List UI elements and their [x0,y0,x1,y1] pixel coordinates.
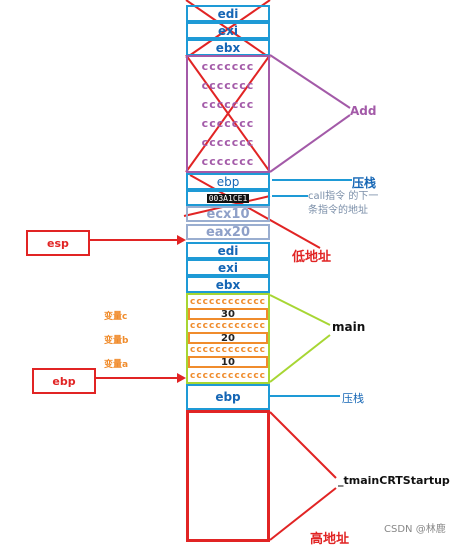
var-c-cell: 30 [188,308,268,320]
add-cc-row: ccccccc [201,155,255,168]
stack-ecx: ecx10 [186,206,270,222]
main-cc-row: cccccccccccc [189,345,267,355]
main-bracket-bottom [269,334,331,383]
main-label: main [332,320,366,334]
startup-bracket-top [269,411,337,479]
startup-region [186,410,270,542]
add-cc-row: ccccccc [201,117,255,130]
return-address-cell: 003A1CE1 [186,190,270,206]
main-bracket-top [269,294,331,326]
add-cross-line-2 [185,54,271,173]
stack-esi-top: exi [186,22,270,39]
add-cc-row: ccccccc [201,98,255,111]
push-label-2: 压栈 [342,392,364,405]
low-address-line-1 [189,174,321,249]
add-cc-row: ccccccc [201,79,255,92]
var-b-cell: 20 [188,332,268,344]
esp-arrow-head [177,235,186,245]
high-address-label: 高地址 [310,532,350,547]
call-note-line-1: call指令 的下一 [308,191,379,202]
startup-label: _tmainCRTStartup [338,474,450,487]
add-frame-edi: edi [186,242,270,259]
startup-bracket-bottom [269,487,337,541]
watermark: CSDN @林鹿 [384,524,446,535]
main-ebp: ebp [186,384,270,410]
main-cc-row: cccccccccccc [189,371,267,381]
esp-label: esp [26,230,90,256]
var-b-label: 变量b [104,336,129,346]
var-a-cell: 10 [188,356,268,368]
stack-edi-top: edi [186,5,270,22]
main-cc-row: cccccccccccc [189,297,267,307]
var-a-label: 变量a [104,360,129,370]
var-c-label: 变量c [104,312,128,322]
ebp-label: ebp [32,368,96,394]
add-frame-ebp: ebp [186,173,270,190]
main-cc-row: cccccccccccc [189,321,267,331]
ebp-arrow-head [177,373,186,383]
main-region-border [186,293,270,384]
call-note-line-2: 条指令的地址 [308,205,368,216]
add-bracket-bottom [269,114,351,173]
stack-eax: eax20 [186,224,270,240]
add-cc-region: ccccccc ccccccc ccccccc ccccccc ccccccc … [186,55,270,173]
push-label-1: 压栈 [352,176,377,190]
call-note: call指令 的下一 条指令的地址 [308,190,378,218]
stack-ebx-top: ebx [186,39,270,56]
add-label: Add [350,104,377,118]
top-cross-line-2 [185,0,271,59]
add-frame-esi: exi [186,259,270,276]
add-frame-ebx: ebx [186,276,270,293]
add-cc-row: ccccccc [201,136,255,149]
add-bracket-top [269,54,351,109]
add-cc-row: ccccccc [201,60,255,73]
return-address: 003A1CE1 [206,193,250,203]
low-address-label: 低地址 [292,250,332,265]
